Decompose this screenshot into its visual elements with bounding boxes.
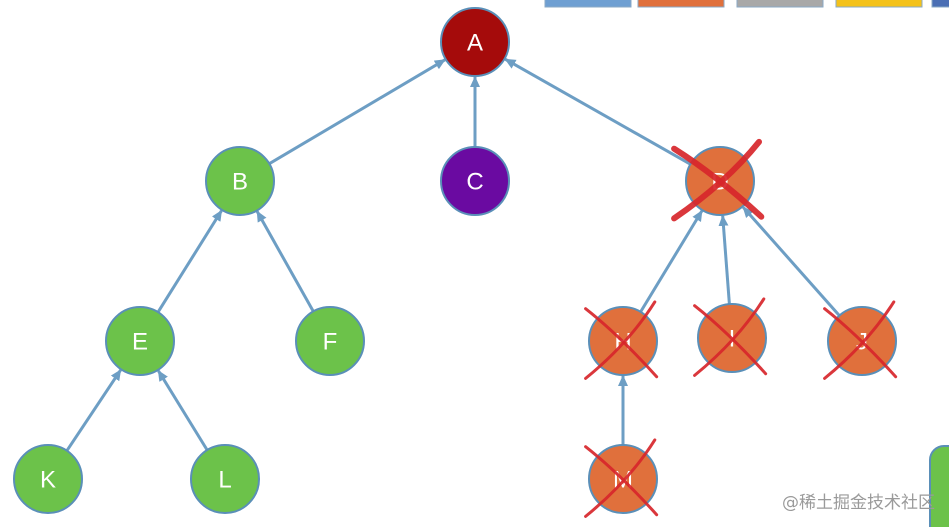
legend-swatch xyxy=(835,0,923,8)
node-a: A xyxy=(440,7,510,77)
node-label: C xyxy=(466,169,483,196)
strike-marks xyxy=(584,138,898,518)
legend-swatch xyxy=(931,0,949,8)
node-label: B xyxy=(232,169,248,196)
strike-mark-h xyxy=(584,307,659,379)
strike-mark-i xyxy=(693,297,766,377)
watermark-text: @稀土掘金技术社区 xyxy=(782,493,935,513)
node-e: E xyxy=(105,306,175,376)
edges xyxy=(65,57,841,452)
node-circle xyxy=(105,306,175,376)
strike-mark-d xyxy=(671,145,765,220)
legend-swatch xyxy=(544,0,632,8)
edge-i-to-d xyxy=(718,214,731,305)
node-c: C xyxy=(440,146,510,216)
node-circle xyxy=(295,306,365,376)
legend-swatches xyxy=(544,0,949,8)
edge-d-to-a xyxy=(504,57,692,166)
node-circle xyxy=(13,444,83,514)
edge-l-to-e xyxy=(157,369,209,451)
strike-mark-j xyxy=(823,300,896,380)
strike-mark-h xyxy=(584,300,657,380)
edge-h-to-d xyxy=(639,210,704,313)
node-label: A xyxy=(467,30,483,57)
node-circle xyxy=(205,146,275,216)
edge-e-to-b xyxy=(156,209,223,313)
partial-green-shape xyxy=(929,445,949,527)
node-circle xyxy=(440,7,510,77)
node-circle xyxy=(190,444,260,514)
node-label: F xyxy=(323,329,338,356)
strike-mark-m xyxy=(584,445,659,517)
strike-mark-d xyxy=(671,138,763,222)
edge-b-to-a xyxy=(268,58,446,165)
strike-mark-j xyxy=(823,307,898,379)
node-label: K xyxy=(40,467,56,494)
edge-k-to-e xyxy=(65,369,122,452)
edge-f-to-b xyxy=(255,210,315,313)
node-l: L xyxy=(190,444,260,514)
strike-mark-m xyxy=(584,438,657,518)
node-circle xyxy=(440,146,510,216)
legend-swatch xyxy=(736,0,824,8)
node-label: E xyxy=(132,329,148,356)
node-label: L xyxy=(218,467,231,494)
strike-mark-i xyxy=(693,304,768,376)
node-k: K xyxy=(13,444,83,514)
edge-j-to-d xyxy=(742,206,841,317)
legend-swatch xyxy=(637,0,725,8)
node-f: F xyxy=(295,306,365,376)
node-b: B xyxy=(205,146,275,216)
